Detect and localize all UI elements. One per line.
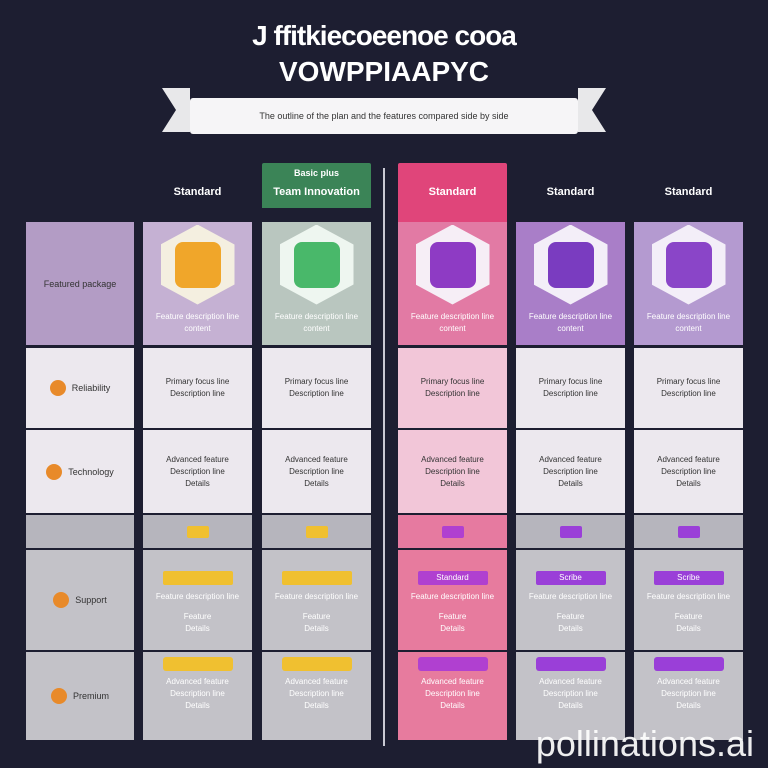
feature-cell: Advanced feature Description line Detail… (516, 430, 625, 513)
column-title[interactable]: Standard (173, 186, 222, 198)
feature-bullet: Feature description line (410, 592, 495, 601)
badge-icon (429, 241, 476, 288)
column-title[interactable]: Standard (428, 186, 477, 198)
plan-pill[interactable]: Standard (417, 571, 488, 585)
plan-description: Feature description line content (528, 311, 613, 333)
plan-badge (533, 224, 608, 305)
feature-cell: Primary focus line Description line (262, 348, 371, 428)
plan-column: Feature description line content Primary… (516, 222, 625, 740)
tag-icon (441, 525, 464, 538)
column-title[interactable]: Standard (664, 186, 713, 198)
column-subtitle: Basic plus (293, 168, 340, 178)
progress-bar (535, 657, 606, 671)
tag-icon (559, 525, 582, 538)
feature-bullet: Feature description line (528, 592, 613, 601)
plan-badge (651, 224, 726, 305)
badge-icon (665, 241, 712, 288)
plan-badge (279, 224, 354, 305)
column-title[interactable]: Standard (546, 186, 595, 198)
ribbon-banner: The outline of the plan and the features… (190, 98, 578, 134)
plan-description: Feature description line content (274, 311, 359, 333)
feature-bullet: Feature Details (438, 612, 467, 633)
label-top: Featured package (43, 278, 117, 289)
feature-cell: Advanced feature Description line Detail… (421, 677, 484, 710)
feature-cell: Advanced feature Description line Detail… (398, 430, 507, 513)
feature-bullet: Feature description line (274, 592, 359, 601)
feature-cell: Advanced feature Description line Detail… (657, 677, 720, 710)
circle-icon (53, 592, 70, 608)
feature-cell: Advanced feature Description line Detail… (634, 430, 743, 513)
plan-pill[interactable]: Scribe (653, 571, 724, 585)
badge-icon (293, 241, 340, 288)
feature-bullet: Feature description line (155, 592, 240, 601)
column-header-bg (262, 163, 371, 208)
row-label: Support (75, 595, 107, 605)
feature-bullet: Feature description line (646, 592, 731, 601)
column-header-bg (398, 163, 507, 222)
tag-icon (305, 525, 328, 538)
plan-badge (415, 224, 490, 305)
feature-bullet: Feature Details (302, 612, 331, 633)
progress-bar (162, 657, 233, 671)
feature-cell: Advanced feature Description line Detail… (166, 677, 229, 710)
label-column: Featured package Reliability Technology … (26, 222, 134, 740)
column-title[interactable]: Team Innovation (273, 186, 360, 198)
badge-icon (174, 241, 221, 288)
feature-cell: Primary focus line Description line (143, 348, 252, 428)
plan-column: Feature description line content Primary… (143, 222, 252, 740)
plan-description: Feature description line content (410, 311, 495, 333)
row-label: Premium (72, 691, 109, 701)
plan-pill[interactable]: Scribe (535, 571, 606, 585)
watermark: pollinations.ai (535, 723, 754, 764)
circle-icon (49, 380, 66, 396)
circle-icon (46, 463, 63, 480)
plan-pill[interactable] (281, 571, 352, 585)
feature-bullet: Feature Details (556, 612, 585, 633)
progress-bar (417, 657, 488, 671)
feature-cell: Advanced feature Description line Detail… (539, 677, 602, 710)
title-line-1: J ffitkiecoeenoe cooa (252, 20, 517, 51)
feature-bullet: Feature Details (183, 612, 212, 633)
ribbon-tail-left (162, 88, 190, 132)
divider (383, 168, 385, 746)
feature-bullet: Feature Details (674, 612, 703, 633)
row-label: Technology (68, 466, 114, 477)
plan-pill[interactable] (162, 571, 233, 585)
row-label: Reliability (71, 383, 111, 393)
circle-icon (50, 688, 67, 704)
plan-description: Feature description line content (155, 311, 240, 333)
plan-description: Feature description line content (646, 311, 731, 333)
plan-column: Feature description line content Primary… (398, 222, 507, 740)
title-line-2: VOWPPIAAPYC (278, 56, 490, 87)
feature-cell: Primary focus line Description line (634, 348, 743, 428)
tag-icon (186, 525, 209, 538)
feature-cell: Advanced feature Description line Detail… (285, 677, 348, 710)
plan-column: Feature description line content Primary… (262, 222, 371, 740)
feature-cell: Primary focus line Description line (516, 348, 625, 428)
feature-cell: Advanced feature Description line Detail… (143, 430, 252, 513)
progress-bar (653, 657, 724, 671)
tag-icon (677, 525, 700, 538)
feature-cell: Primary focus line Description line (398, 348, 507, 428)
plan-column: Feature description line content Primary… (634, 222, 743, 740)
band-cell (26, 515, 134, 548)
feature-cell: Advanced feature Description line Detail… (262, 430, 371, 513)
plan-badge (160, 224, 235, 305)
badge-icon (547, 241, 594, 288)
progress-bar (281, 657, 352, 671)
ribbon-tail-right (578, 88, 606, 132)
